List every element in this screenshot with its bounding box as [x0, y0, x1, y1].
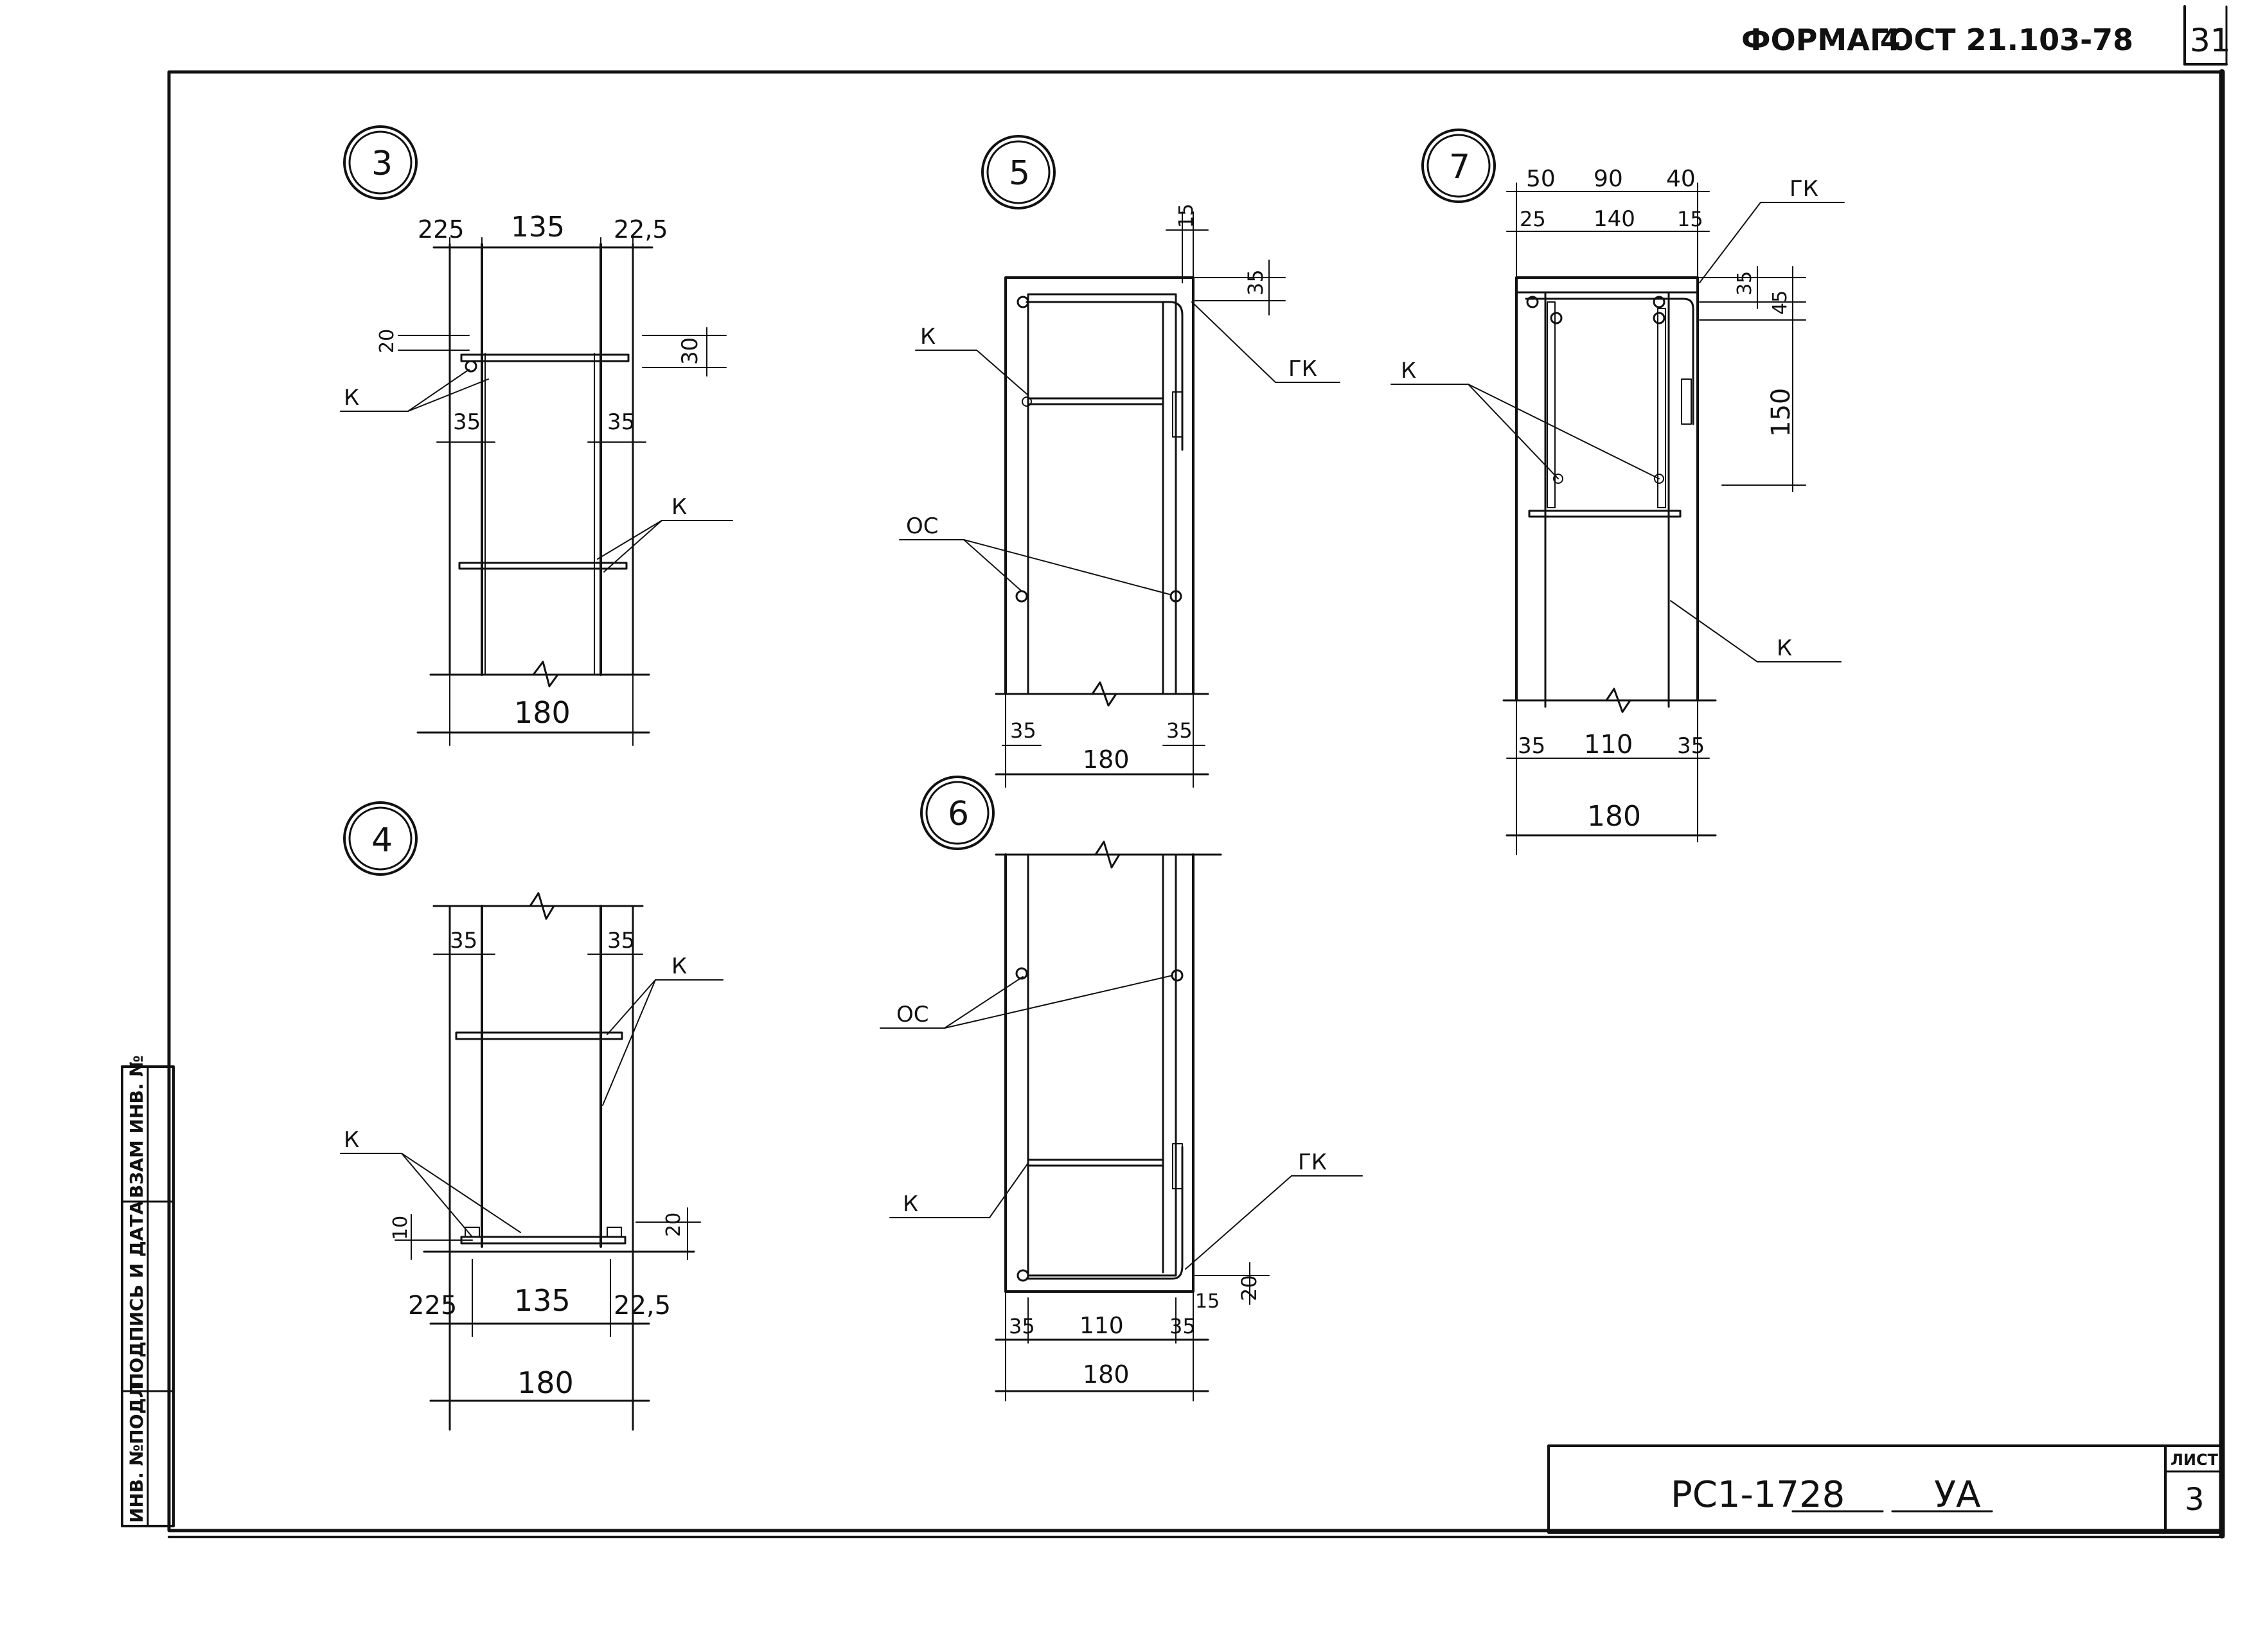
n3-dim-35-right: 35	[607, 409, 635, 435]
page-number: 31	[2190, 22, 2231, 59]
node-6-label: 6	[948, 795, 969, 833]
n4-dim-135: 135	[514, 1283, 571, 1318]
n3-dim-135: 135	[511, 211, 565, 244]
n5-label-gk: ГК	[1288, 356, 1317, 382]
n3-dim-30: 30	[677, 337, 703, 365]
sheet-number: 3	[2185, 1482, 2205, 1518]
n5-label-os: ОС	[906, 513, 939, 539]
gost-label: ГОСТ 21.103-78	[1870, 22, 2133, 57]
n4-dim-10: 10	[389, 1216, 412, 1240]
sheet-frame	[167, 5, 2228, 1539]
n3-label-k1: К	[344, 385, 359, 411]
n7-dim-35-left: 35	[1518, 733, 1545, 759]
n6-label-os: ОС	[896, 1002, 929, 1027]
stamp-vzam: ВЗАМ ИНВ. №	[126, 1055, 147, 1198]
n4-label-k1: К	[344, 1127, 359, 1153]
n7-label-k2: К	[1777, 635, 1792, 661]
node-3-label: 3	[371, 145, 393, 183]
n3-dim-180: 180	[514, 695, 571, 730]
n7-dim-35-right: 35	[1677, 733, 1705, 759]
n5-label-k: К	[920, 324, 936, 350]
n3-label-k2: К	[671, 494, 687, 520]
node-5-label: 5	[1009, 154, 1030, 193]
sheet-label: ЛИСТ	[2171, 1451, 2219, 1469]
n4-label-k2: К	[671, 954, 687, 979]
n7-label-gk: ГК	[1790, 176, 1818, 202]
n6-dim-35-right: 35	[1169, 1314, 1196, 1338]
n7-label-k1: К	[1401, 358, 1416, 384]
stamp-podpis: ПОДПИСЬ И ДАТА	[126, 1200, 147, 1388]
n5-dim-35-left: 35	[1010, 718, 1036, 743]
n4-dim-225: 225	[408, 1291, 457, 1320]
n5-dim-35: 35	[1243, 269, 1268, 296]
n7-dim-90: 90	[1594, 166, 1623, 192]
node-4: 4 35 35 10 20 225 135 22,5 180	[340, 801, 724, 1431]
n4-dim-35-left: 35	[450, 928, 477, 954]
n6-dim-20: 20	[1237, 1275, 1261, 1301]
node-7: 7 50 90 40 25 140 15	[1390, 129, 1845, 855]
n6-dim-35-left: 35	[1009, 1314, 1035, 1338]
n6-dim-180: 180	[1083, 1360, 1130, 1389]
node-3: 3 225 135 22,5 20 30	[340, 125, 733, 746]
n7-dim-45: 45	[1769, 290, 1791, 315]
n4-dim-20: 20	[662, 1212, 685, 1237]
n5-dim-35-right: 35	[1166, 718, 1193, 743]
n4-dim-180: 180	[517, 1365, 574, 1400]
side-stamp: ИНВ. №ПОДЛ ПОДПИСЬ И ДАТА ВЗАМ ИНВ. №	[121, 1055, 175, 1527]
node-5: 5 15 35 35 35 180 К	[899, 135, 1340, 788]
node-6: 6 35 110 35 15 20 180 ОС К	[880, 776, 1363, 1401]
n7-dim-150: 150	[1766, 388, 1796, 437]
n4-dim-35-right: 35	[607, 928, 635, 954]
n7-dim-140: 140	[1594, 206, 1635, 232]
drawing-suffix: УА	[1934, 1474, 1980, 1516]
n5-dim-180: 180	[1083, 745, 1130, 774]
n7-dim-35: 35	[1734, 271, 1756, 296]
drawing-code: РС1-1728	[1671, 1474, 1845, 1516]
n3-dim-225: 225	[418, 215, 465, 244]
n7-dim-40: 40	[1666, 166, 1696, 192]
n7-dim-50: 50	[1526, 166, 1556, 192]
n7-dim-25: 25	[1520, 207, 1546, 231]
n7-dim-180: 180	[1587, 800, 1641, 833]
n6-dim-15: 15	[1195, 1290, 1220, 1313]
n3-dim-20: 20	[376, 329, 398, 353]
n7-dim-110: 110	[1584, 730, 1633, 759]
n3-dim-22-5: 22,5	[614, 215, 668, 244]
n6-label-k: К	[903, 1191, 918, 1217]
title-block: РС1-1728 УА ЛИСТ 3	[1547, 1444, 2223, 1534]
n6-label-gk: ГК	[1298, 1150, 1327, 1175]
n3-dim-35-left: 35	[453, 409, 481, 435]
stamp-inv-podl: ИНВ. №ПОДЛ	[126, 1383, 147, 1523]
form-label: ФОРМА 4	[1741, 22, 1901, 57]
n6-dim-110: 110	[1079, 1313, 1124, 1339]
node-4-label: 4	[371, 821, 393, 860]
n4-dim-22-5: 22,5	[614, 1291, 671, 1320]
n7-dim-15: 15	[1677, 207, 1703, 231]
n5-dim-15: 15	[1175, 204, 1198, 228]
node-7-label: 7	[1449, 148, 1470, 186]
